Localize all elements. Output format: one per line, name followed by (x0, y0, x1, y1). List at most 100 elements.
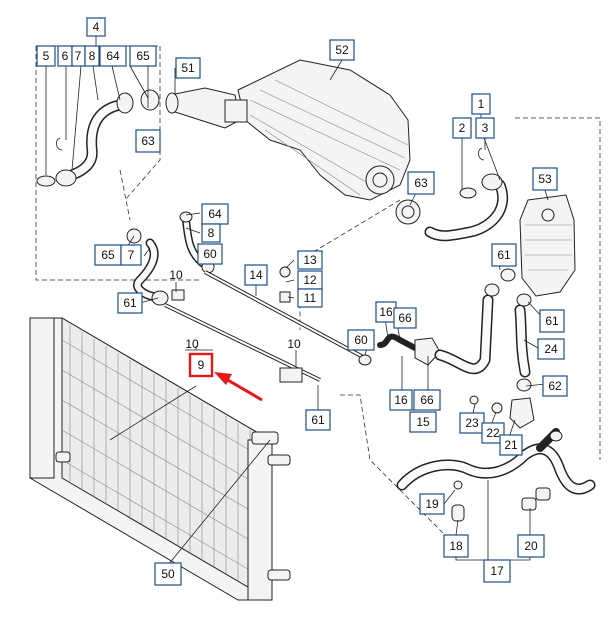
callout-13[interactable]: 13 (297, 250, 323, 270)
svg-text:18: 18 (449, 539, 463, 553)
callout-2[interactable]: 2 (452, 117, 472, 139)
svg-text:2: 2 (459, 121, 466, 135)
callout-60-upper[interactable]: 60 (197, 243, 223, 265)
svg-text:11: 11 (304, 291, 317, 305)
callout-4[interactable]: 4 (86, 17, 106, 37)
callout-63-left[interactable]: 63 (135, 129, 161, 153)
svg-text:17: 17 (490, 564, 504, 578)
callout-8-mid[interactable]: 8 (201, 223, 221, 243)
svg-text:66: 66 (398, 311, 412, 325)
callout-21[interactable]: 21 (499, 434, 523, 456)
callout-20[interactable]: 20 (517, 534, 545, 558)
thermostat-housing (237, 59, 421, 225)
callout-1[interactable]: 1 (471, 93, 491, 115)
svg-text:65: 65 (101, 248, 115, 262)
callout-11[interactable]: 11 (297, 288, 323, 308)
svg-text:13: 13 (303, 253, 317, 267)
callout-63-right[interactable]: 63 (407, 171, 435, 195)
coolant-lines (164, 266, 366, 383)
svg-text:61: 61 (497, 248, 511, 262)
svg-text:20: 20 (524, 539, 538, 553)
callout-9[interactable]: 9 (188, 352, 214, 378)
svg-text:4: 4 (93, 20, 100, 34)
callout-7[interactable]: 7 (71, 45, 86, 67)
callout-61-pump-right[interactable]: 61 (539, 309, 565, 333)
callout-62[interactable]: 62 (542, 375, 568, 397)
lower-hose (396, 395, 596, 522)
callouts: 4 5 6 7 8 64 65 51 52 63 63 1 2 3 53 64 … (36, 17, 568, 586)
upper-hose (36, 89, 160, 187)
svg-text:7: 7 (75, 49, 82, 63)
callout-16-lower[interactable]: 16 (389, 389, 413, 411)
svg-text:8: 8 (89, 49, 96, 63)
callout-3[interactable]: 3 (475, 117, 495, 139)
right-upper-hose (424, 147, 509, 242)
svg-text:60: 60 (203, 247, 217, 261)
callout-8[interactable]: 8 (84, 45, 100, 67)
callout-64[interactable]: 64 (99, 45, 127, 67)
callout-61-pump-left[interactable]: 61 (491, 243, 517, 267)
svg-text:15: 15 (416, 415, 430, 429)
svg-text:61: 61 (545, 314, 559, 328)
svg-text:61: 61 (311, 413, 325, 427)
callout-10-mid[interactable]: 10 (287, 337, 301, 351)
svg-text:63: 63 (414, 176, 428, 190)
callout-52[interactable]: 52 (329, 39, 355, 61)
callout-10-radiator[interactable]: 10 (185, 337, 199, 351)
svg-text:52: 52 (335, 43, 349, 57)
callout-10-upper[interactable]: 10 (169, 268, 183, 282)
callout-53[interactable]: 53 (532, 167, 558, 191)
svg-text:61: 61 (123, 296, 137, 310)
callout-7-mid[interactable]: 7 (120, 244, 142, 266)
svg-text:66: 66 (420, 393, 434, 407)
svg-text:3: 3 (482, 121, 489, 135)
callout-50[interactable]: 50 (154, 562, 182, 586)
svg-text:5: 5 (43, 49, 50, 63)
callout-17[interactable]: 17 (483, 559, 511, 583)
callout-66-lower[interactable]: 66 (413, 389, 441, 411)
svg-text:19: 19 (425, 497, 439, 511)
callout-61-lower[interactable]: 61 (305, 409, 331, 431)
svg-text:21: 21 (504, 438, 518, 452)
svg-text:51: 51 (181, 61, 195, 75)
callout-65[interactable]: 65 (129, 45, 157, 67)
svg-text:16: 16 (394, 393, 408, 407)
svg-text:12: 12 (303, 273, 317, 287)
callout-12[interactable]: 12 (297, 270, 323, 290)
svg-text:62: 62 (548, 379, 562, 393)
callout-61-left[interactable]: 61 (117, 292, 143, 314)
callout-16-upper[interactable]: 16 (375, 301, 397, 323)
svg-text:50: 50 (161, 567, 175, 581)
svg-text:8: 8 (208, 226, 215, 240)
svg-text:9: 9 (198, 358, 205, 372)
callout-15[interactable]: 15 (409, 411, 437, 433)
svg-text:64: 64 (106, 49, 120, 63)
svg-text:60: 60 (354, 333, 368, 347)
callout-18[interactable]: 18 (443, 534, 469, 558)
radiator (29, 317, 291, 601)
svg-text:1: 1 (478, 97, 485, 111)
callout-66-upper[interactable]: 66 (393, 307, 417, 329)
svg-text:6: 6 (62, 49, 69, 63)
callout-23[interactable]: 23 (459, 412, 485, 434)
svg-text:64: 64 (208, 207, 222, 221)
callout-14[interactable]: 14 (244, 264, 268, 286)
auxiliary-pump (519, 194, 576, 297)
svg-text:63: 63 (141, 134, 155, 148)
callout-65-mid[interactable]: 65 (94, 244, 122, 266)
callout-60-lower[interactable]: 60 (347, 329, 375, 351)
svg-text:53: 53 (538, 172, 552, 186)
callout-19[interactable]: 19 (419, 493, 445, 515)
highlight-arrow (214, 372, 263, 402)
callout-6[interactable]: 6 (57, 45, 73, 67)
callout-22[interactable]: 22 (481, 422, 505, 444)
pump-hose (434, 268, 532, 392)
svg-text:22: 22 (486, 426, 500, 440)
svg-text:65: 65 (136, 49, 150, 63)
callout-24[interactable]: 24 (537, 338, 565, 360)
callout-51[interactable]: 51 (175, 57, 201, 79)
callout-5[interactable]: 5 (36, 45, 56, 67)
svg-text:23: 23 (465, 416, 479, 430)
callout-64-mid[interactable]: 64 (201, 203, 229, 225)
